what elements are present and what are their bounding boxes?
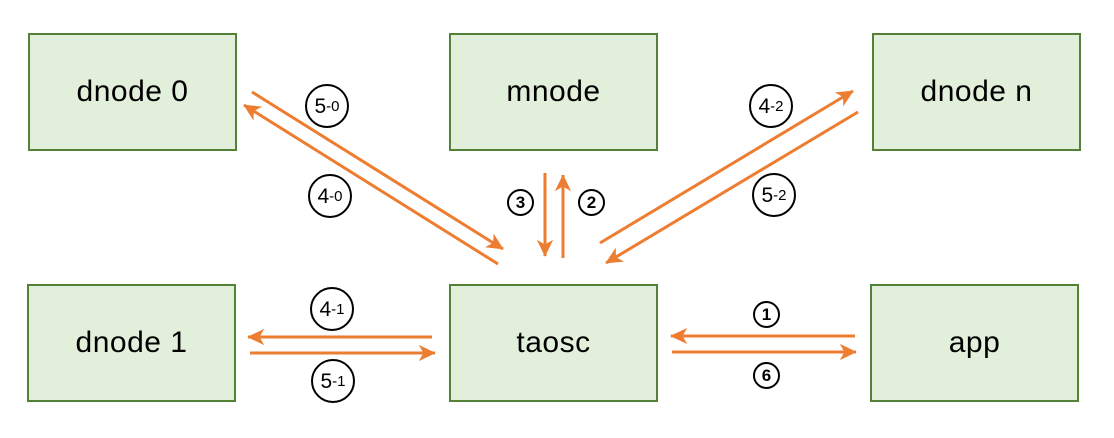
node-mnode-label: mnode <box>506 75 601 108</box>
edge-label-1-main: 1 <box>761 305 772 324</box>
edge-label-4-2-main: 4 <box>758 94 771 118</box>
edge-label-5-0-sub: -0 <box>326 97 340 115</box>
node-app-label: app <box>948 326 1001 359</box>
edge-label-5-1-sub: -1 <box>332 372 346 390</box>
node-dnoden: dnode n <box>872 33 1081 151</box>
edge-label-4-1: 4-1 <box>310 287 354 331</box>
edge-label-5-0: 5-0 <box>305 84 349 128</box>
edge-label-6-main: 6 <box>761 366 772 385</box>
edge-label-6: 6 <box>753 362 780 389</box>
edge-label-3-main: 3 <box>515 193 526 212</box>
node-taosc-label: taosc <box>516 326 591 359</box>
node-dnode1: dnode 1 <box>27 284 236 402</box>
edge-label-5-2: 5-2 <box>752 173 796 217</box>
edge-label-2: 2 <box>578 189 605 216</box>
arrow-taosc-to-dnoden <box>599 89 854 245</box>
edge-label-5-2-main: 5 <box>761 183 774 207</box>
edge-label-4-2: 4-2 <box>749 84 793 128</box>
arrow-dnoden-to-taosc <box>605 110 859 265</box>
edge-label-4-0-sub: -0 <box>329 187 343 205</box>
arrow-taosc-to-dnode0 <box>243 103 499 266</box>
edge-label-4-2-sub: -2 <box>770 97 784 115</box>
node-dnoden-label: dnode n <box>920 75 1033 108</box>
edge-label-3: 3 <box>507 189 534 216</box>
edge-label-2-main: 2 <box>586 193 597 212</box>
edge-label-4-1-main: 4 <box>319 297 332 321</box>
edge-label-4-0-main: 4 <box>317 184 330 208</box>
node-app: app <box>870 284 1079 402</box>
edge-label-5-2-sub: -2 <box>773 186 787 204</box>
edge-label-5-0-main: 5 <box>314 94 327 118</box>
edge-label-5-1-main: 5 <box>320 369 333 393</box>
edge-label-1: 1 <box>753 301 780 328</box>
node-mnode: mnode <box>449 33 658 151</box>
node-taosc: taosc <box>449 284 658 402</box>
edge-label-4-0: 4-0 <box>308 174 352 218</box>
node-dnode0-label: dnode 0 <box>76 75 189 108</box>
arrow-dnode0-to-taosc <box>251 90 504 251</box>
node-dnode0: dnode 0 <box>28 33 237 151</box>
node-dnode1-label: dnode 1 <box>75 326 188 359</box>
edge-label-4-1-sub: -1 <box>331 300 345 318</box>
edge-label-5-1: 5-1 <box>311 359 355 403</box>
